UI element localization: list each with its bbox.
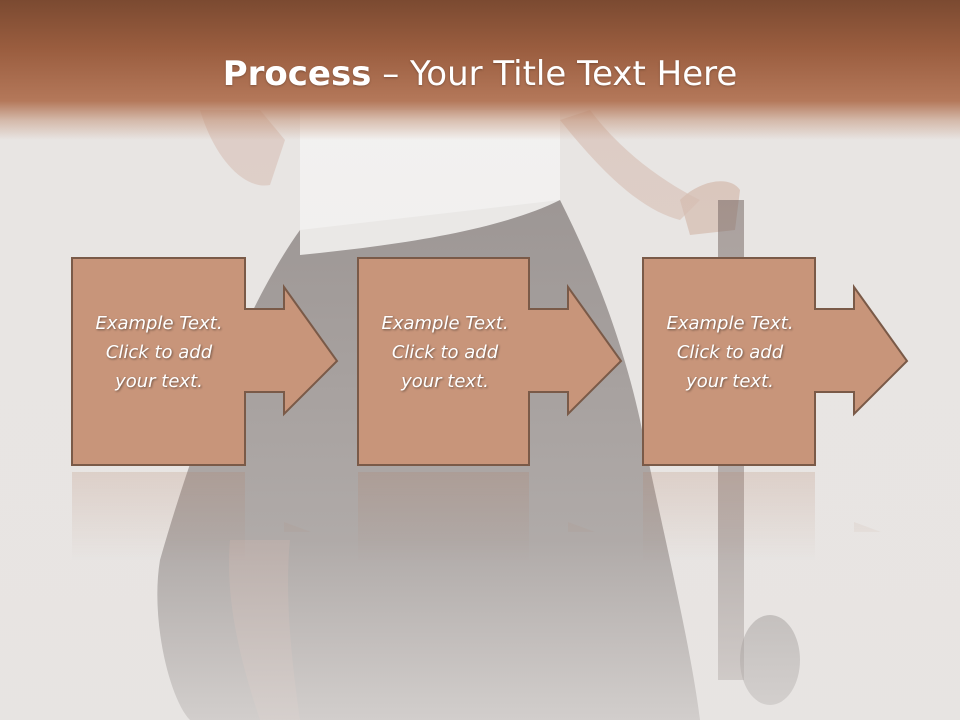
step-arrow-shape	[642, 257, 909, 466]
step-reflection	[358, 472, 595, 562]
slide-title: Process – Your Title Text Here	[0, 52, 960, 96]
step-text[interactable]: Example Text. Click to add your text.	[381, 313, 509, 392]
header-band	[0, 0, 960, 140]
process-step-3[interactable]: Example Text. Click to add your text.	[642, 257, 909, 467]
title-rest: – Your Title Text Here	[371, 54, 738, 94]
process-step-2[interactable]: Example Text. Click to add your text.	[357, 257, 623, 467]
step-text[interactable]: Example Text. Click to add your text.	[95, 313, 223, 392]
step-reflection	[643, 472, 881, 562]
process-step-1[interactable]: Example Text. Click to add your text.	[71, 257, 339, 467]
step-text[interactable]: Example Text. Click to add your text.	[666, 313, 794, 392]
step-arrow-shape	[357, 257, 623, 466]
step-reflection	[72, 472, 311, 562]
title-bold: Process	[222, 54, 372, 94]
step-arrow-shape	[71, 257, 339, 466]
